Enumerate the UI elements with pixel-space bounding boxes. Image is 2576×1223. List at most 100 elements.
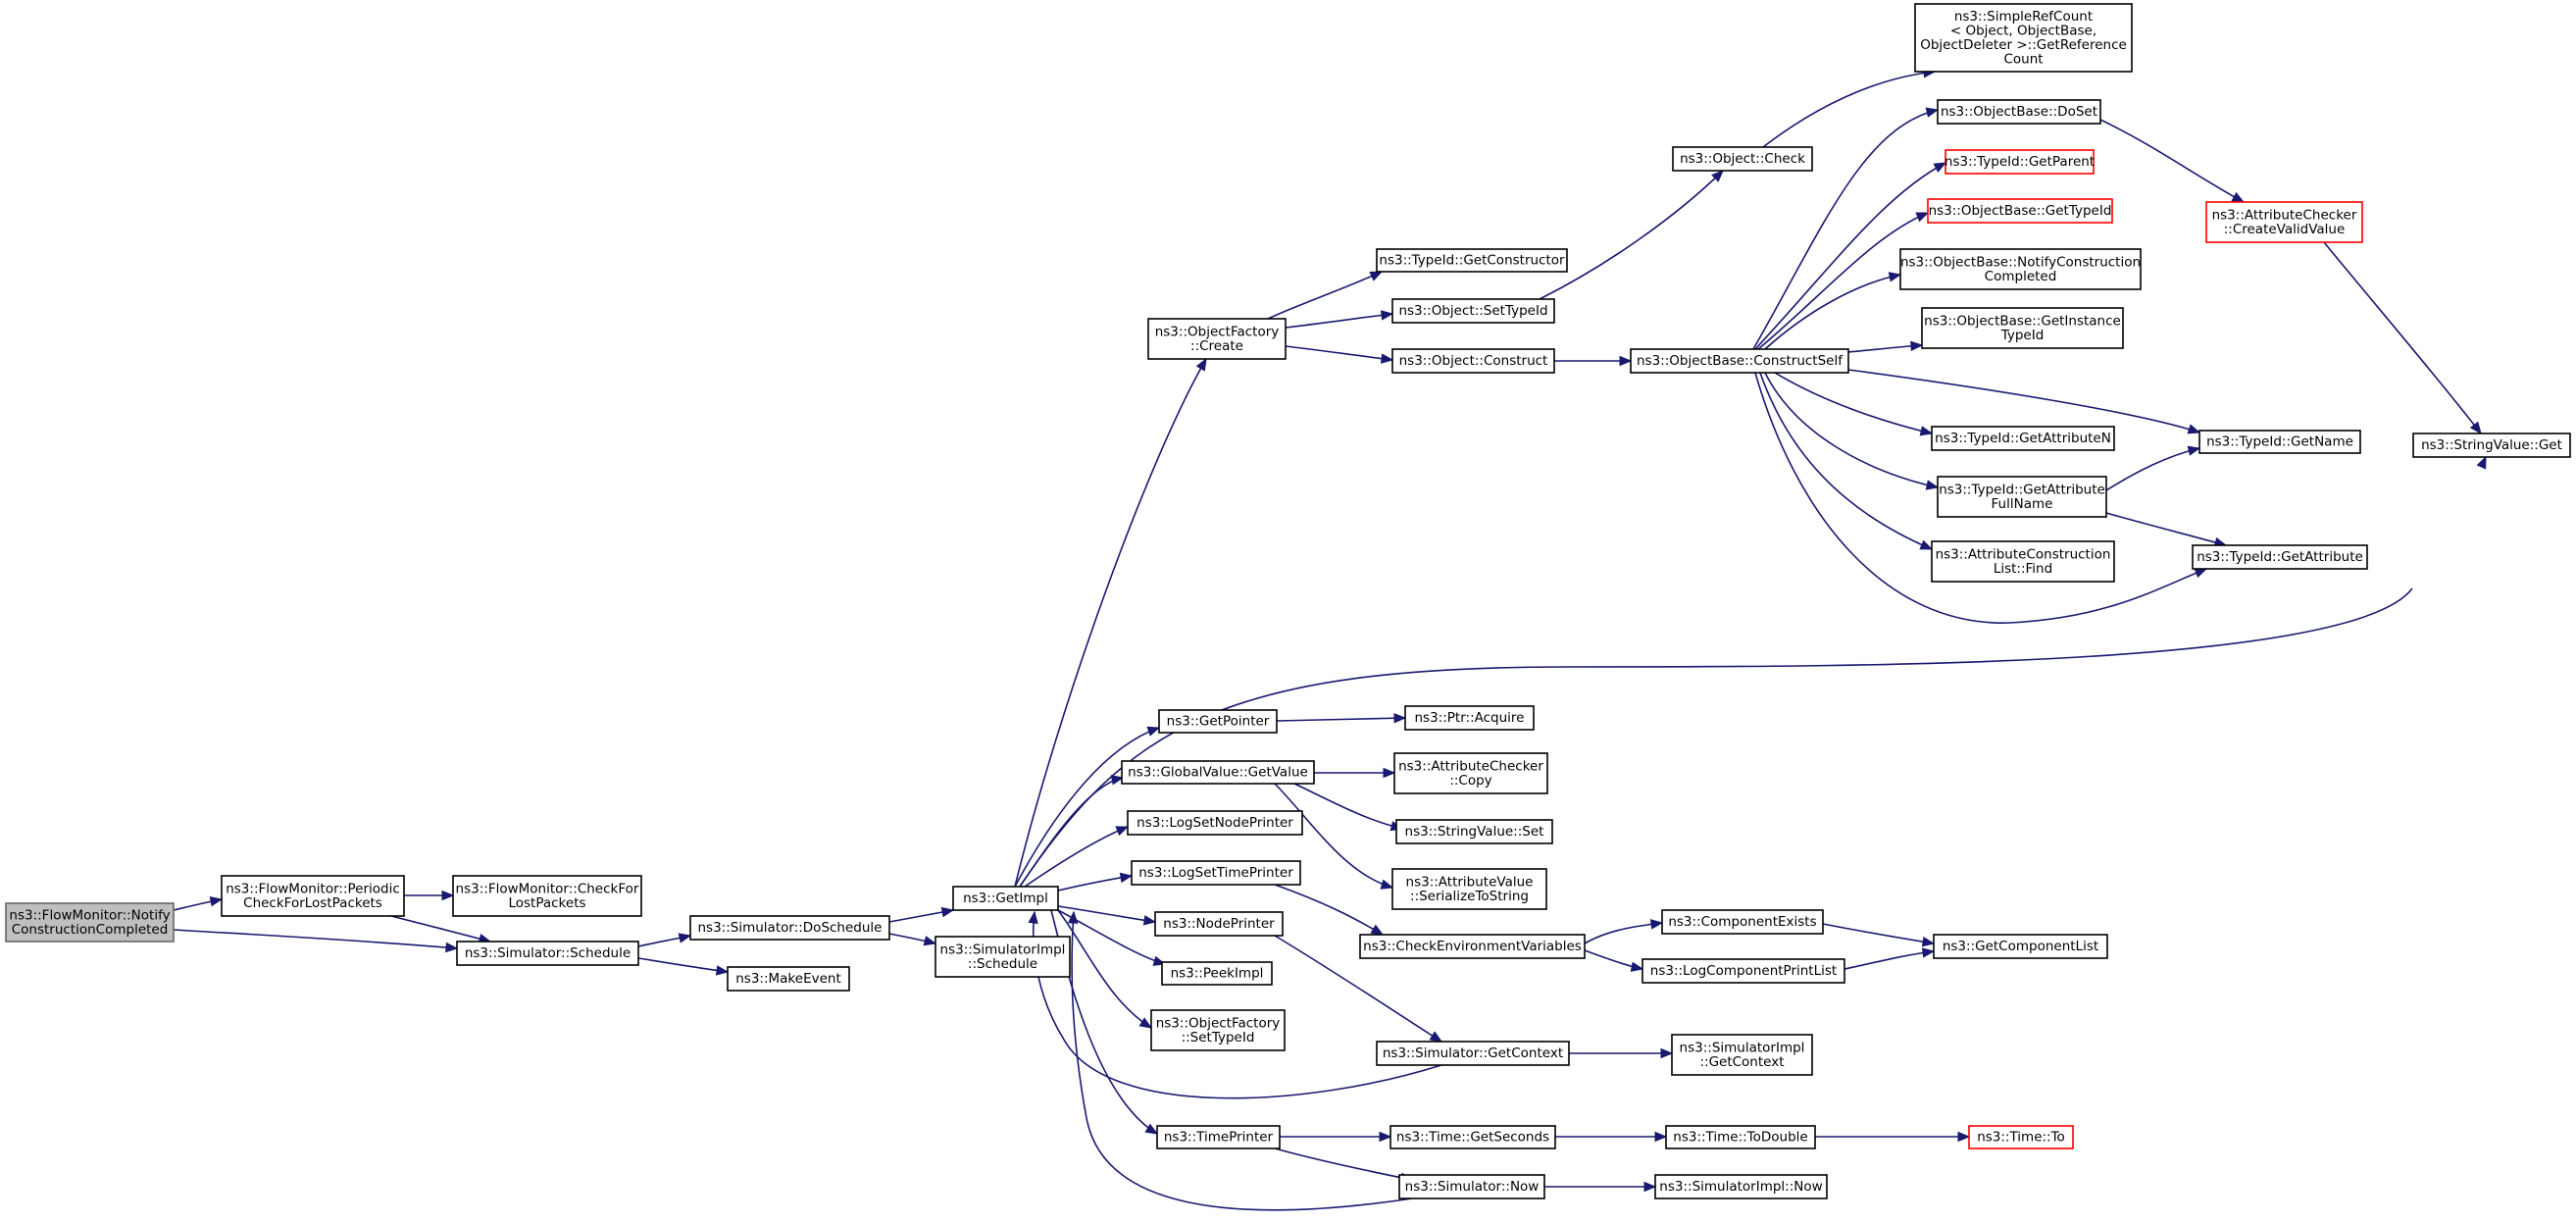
edge-arrowhead <box>1649 919 1664 930</box>
call-edge <box>1019 775 1125 888</box>
node-label: ns3::Object::Check <box>1680 151 1805 167</box>
function-node[interactable]: ns3::TypeId::GetAttributeN <box>1931 426 2115 451</box>
node-label: ns3::AttributeValue <box>1406 874 1534 890</box>
function-node[interactable]: ns3::TypeId::GetConstructor <box>1376 248 1568 273</box>
edge-arrowhead <box>1379 1131 1392 1143</box>
function-node[interactable]: ns3::LogComponentPrintList <box>1642 958 1845 984</box>
function-node[interactable]: ns3::ObjectBase::NotifyConstructionCompl… <box>1899 248 2142 290</box>
edge-line <box>1754 162 1946 350</box>
call-edge <box>1815 1131 1971 1143</box>
function-node[interactable]: ns3::AttributeChecker::CreateValidValue <box>2205 201 2363 243</box>
edge-line <box>1844 950 1935 970</box>
edge-arrowhead <box>2469 421 2482 435</box>
node-box <box>2192 544 2368 570</box>
node-box <box>452 875 642 917</box>
function-node[interactable]: ns3::CheckEnvironmentVariables <box>1359 934 1586 959</box>
edge-arrowhead <box>1144 1123 1159 1135</box>
function-node[interactable]: ns3::AttributeChecker::Copy <box>1393 752 1548 794</box>
edge-arrowhead <box>441 890 455 901</box>
function-node[interactable]: ns3::Time::ToDouble <box>1665 1125 1816 1149</box>
function-node[interactable]: ns3::FlowMonitor::PeriodicCheckForLostPa… <box>221 875 405 917</box>
node-label: ::CreateValidValue <box>2224 222 2346 237</box>
call-edge <box>1539 170 1724 300</box>
function-node[interactable]: ns3::MakeEvent <box>727 966 850 992</box>
function-node[interactable]: ns3::ObjectBase::ConstructSelf <box>1630 348 1849 374</box>
node-label: ns3::TypeId::GetConstructor <box>1379 253 1565 269</box>
node-label: TypeId <box>2000 328 2045 343</box>
node-label: ns3::AttributeChecker <box>2212 207 2357 223</box>
function-node[interactable]: ns3::GetPointer <box>1158 709 1278 734</box>
call-edge <box>1847 369 2201 434</box>
node-box <box>1968 1125 2074 1149</box>
node-label: ns3::GetComponentList <box>1943 939 2098 954</box>
function-node[interactable]: ns3::SimulatorImpl::GetContext <box>1671 1034 1813 1076</box>
function-node[interactable]: ns3::Simulator::Schedule <box>456 941 639 966</box>
function-node[interactable]: ns3::ObjectBase::GetTypeId <box>1927 198 2113 224</box>
function-node[interactable]: ns3::Time::GetSeconds <box>1389 1125 1556 1149</box>
function-node[interactable]: ns3::Ptr::Acquire <box>1404 705 1535 731</box>
function-node[interactable]: ns3::TypeId::GetParent <box>1945 149 2095 175</box>
function-node[interactable]: ns3::GetComponentList <box>1933 934 2108 959</box>
function-node[interactable]: ns3::LogSetNodePrinter <box>1127 810 1303 836</box>
function-node[interactable]: ns3::Object::Check <box>1672 146 1813 172</box>
node-label: ns3::SimulatorImpl <box>940 942 1066 957</box>
function-node[interactable]: ns3::SimulatorImpl::Schedule <box>934 936 1071 978</box>
function-node[interactable]: ns3::FlowMonitor::CheckForLostPackets <box>452 875 642 917</box>
function-node[interactable]: ns3::TypeId::GetName <box>2198 430 2361 454</box>
node-label: ns3::PeekImpl <box>1171 966 1264 982</box>
call-edge <box>2105 512 2228 548</box>
function-node[interactable]: ns3::SimpleRefCount< Object, ObjectBase,… <box>1914 3 2133 73</box>
call-edge <box>1019 455 2487 888</box>
node-box <box>1376 248 1568 273</box>
function-node[interactable]: ns3::NodePrinter <box>1154 911 1284 937</box>
node-box <box>2198 430 2361 454</box>
function-node[interactable]: ns3::StringValue::Set <box>1395 819 1553 844</box>
edge-line <box>1274 935 1442 1043</box>
function-node[interactable]: ns3::TimePrinter <box>1156 1125 1281 1149</box>
function-node[interactable]: ns3::LogSetTimePrinter <box>1131 860 1301 886</box>
node-label: ns3::TimePrinter <box>1164 1130 1274 1146</box>
call-edge <box>1584 949 1644 972</box>
node-box <box>1654 1174 1828 1199</box>
function-node[interactable]: ns3::StringValue::Get <box>2412 433 2571 458</box>
edge-arrowhead <box>1067 910 1079 924</box>
call-edge <box>173 895 224 911</box>
function-node[interactable]: ns3::Simulator::GetContext <box>1376 1041 1570 1066</box>
node-label: ns3::Object::SetTypeId <box>1398 303 1547 319</box>
node-label: ns3::TypeId::GetAttribute <box>1939 482 2105 497</box>
node-box <box>456 941 639 966</box>
function-node[interactable]: ns3::PeekImpl <box>1161 961 1273 986</box>
call-edge <box>1274 935 1443 1043</box>
call-edge <box>1285 345 1394 364</box>
node-label: ns3::TypeId::GetParent <box>1945 154 2095 170</box>
function-node[interactable]: ns3::ObjectFactory::Create <box>1147 318 1287 360</box>
function-node[interactable]: ns3::AttributeValue::SerializeToString <box>1391 868 1547 910</box>
function-node[interactable]: ns3::Time::To <box>1968 1125 2074 1149</box>
function-node[interactable]: ns3::TypeId::GetAttribute <box>2192 544 2368 570</box>
function-node[interactable]: ns3::ObjectBase::DoSet <box>1937 99 2101 125</box>
function-node[interactable]: ns3::Object::SetTypeId <box>1391 298 1555 324</box>
function-node[interactable]: ns3::ComponentExists <box>1661 909 1824 935</box>
call-edge <box>1774 372 1934 436</box>
node-label: ns3::Simulator::DoSchedule <box>698 920 883 936</box>
node-box <box>1931 540 2115 583</box>
function-node[interactable]: ns3::SimulatorImpl::Now <box>1654 1174 1828 1199</box>
function-node[interactable]: ns3::Simulator::DoSchedule <box>689 915 890 941</box>
node-box <box>1127 810 1303 836</box>
function-node[interactable]: ns3::ObjectFactory::SetTypeId <box>1150 1009 1286 1051</box>
function-node[interactable]: ns3::Simulator::Now <box>1398 1174 1545 1199</box>
call-edge <box>1555 1131 1668 1143</box>
node-label: ns3::Time::To <box>1977 1130 2065 1146</box>
node-label: ns3::CheckEnvironmentVariables <box>1363 939 1582 954</box>
function-node[interactable]: ns3::GlobalValue::GetValue <box>1121 760 1315 785</box>
edge-arrowhead <box>1619 355 1633 367</box>
call-edge <box>1314 767 1396 779</box>
node-box <box>1147 318 1287 360</box>
function-node[interactable]: ns3::GetImpl <box>952 886 1059 911</box>
node-label: ns3::Time::GetSeconds <box>1396 1130 1549 1146</box>
function-node[interactable]: ns3::Object::Construct <box>1391 348 1555 374</box>
node-box <box>1398 1174 1545 1199</box>
